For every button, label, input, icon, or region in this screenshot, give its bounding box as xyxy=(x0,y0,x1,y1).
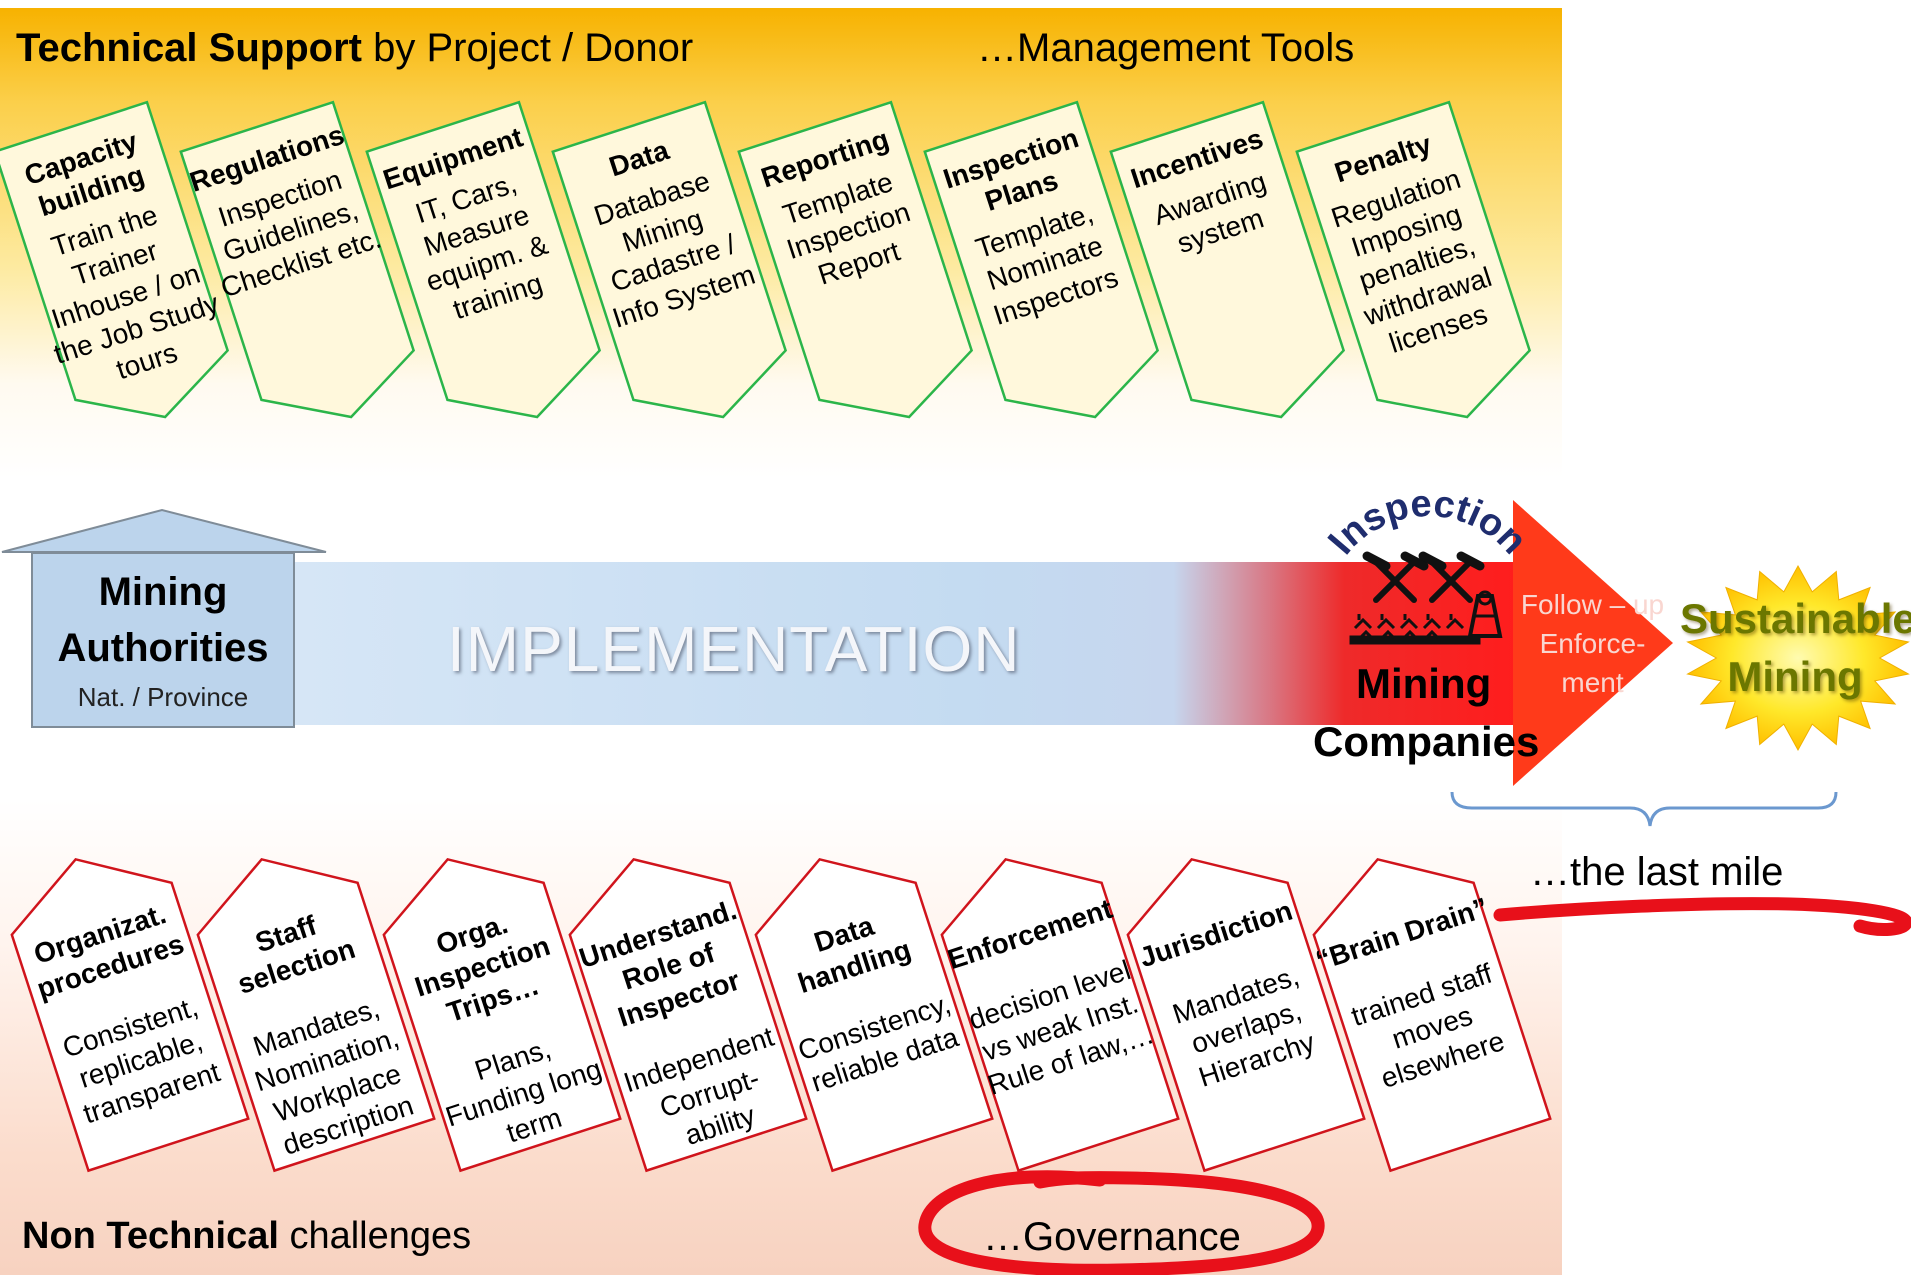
implementation-label: IMPLEMENTATION xyxy=(447,613,1021,685)
mining-companies-line2: Companies xyxy=(1313,718,1540,765)
authority-subtitle: Nat. / Province xyxy=(77,682,249,712)
governance-label: …Governance xyxy=(983,1215,1241,1259)
management-tool-card-outline xyxy=(551,100,788,419)
management-tools-label: …Management Tools xyxy=(977,26,1355,70)
management-tool-card-outline xyxy=(1109,100,1346,419)
implementation-arrow-body xyxy=(295,562,1515,725)
crossed-hammers-icon xyxy=(1362,551,1485,603)
management-tool-card-outline xyxy=(179,100,416,419)
management-tool-card-outline xyxy=(737,100,974,419)
management-tool-card-outline xyxy=(0,100,230,419)
challenge-card-outline xyxy=(10,857,250,1173)
management-tool-card-outline xyxy=(1295,100,1532,419)
challenge-card-outline xyxy=(568,857,808,1173)
challenge-card-outline xyxy=(940,857,1180,1173)
challenge-card-outline xyxy=(196,857,436,1173)
implementation-arrow-head xyxy=(1513,500,1673,786)
challenge-card-outline xyxy=(1126,857,1366,1173)
last-mile-underline xyxy=(1493,897,1911,936)
last-mile-label: …the last mile xyxy=(1530,850,1784,894)
top-cards-outlines xyxy=(0,100,1532,419)
mine-shaft-icon xyxy=(1349,590,1503,645)
technical-support-title: Technical Support by Project / Donor xyxy=(16,26,694,70)
non-technical-title: Non Technical challenges xyxy=(22,1215,472,1257)
challenge-card-outline xyxy=(754,857,994,1173)
management-tool-card-outline xyxy=(365,100,602,419)
mining-companies-line1: Mining xyxy=(1356,660,1492,707)
governance-circle xyxy=(918,1170,1325,1275)
challenge-card-outline xyxy=(1312,857,1552,1173)
management-tool-card-outline xyxy=(923,100,1160,419)
challenge-card-outline xyxy=(382,857,622,1173)
